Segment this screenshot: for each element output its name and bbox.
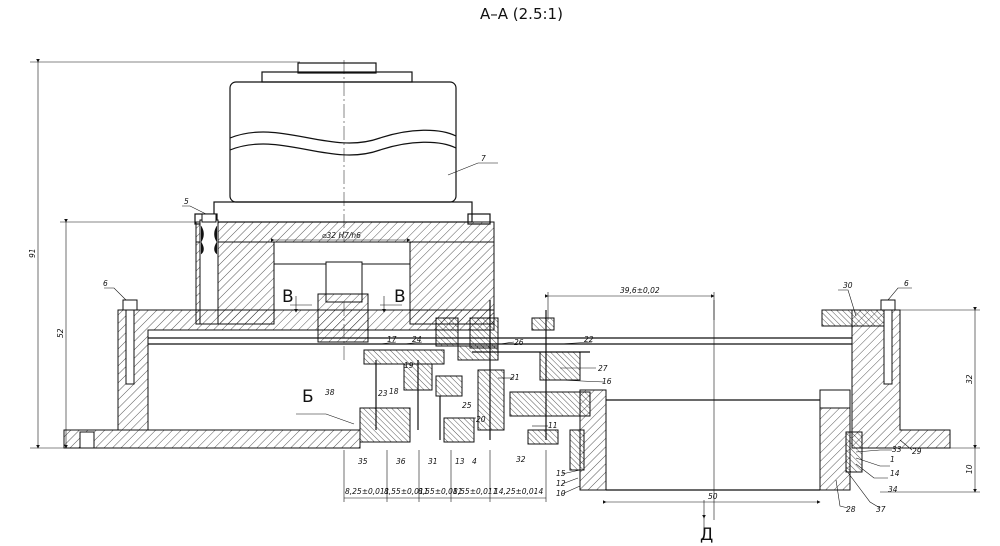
part-label-15: 15	[556, 469, 566, 478]
part-label-32: 32	[516, 455, 526, 464]
leader-lines	[104, 162, 913, 509]
part-label-7: 7	[481, 154, 486, 163]
part-label-19: 19	[404, 361, 414, 370]
part-label-5: 5	[184, 197, 189, 206]
dim-step-5: 14,25±0,014	[494, 487, 543, 496]
part-label-12: 12	[556, 479, 566, 488]
part-label-18: 18	[389, 387, 399, 396]
part-label-22: 22	[584, 335, 594, 344]
gear-train	[359, 300, 863, 473]
dim-50: 50	[708, 492, 718, 501]
part-label-28: 28	[846, 505, 856, 514]
part-label-36: 36	[396, 457, 406, 466]
part-label-24: 24	[412, 335, 422, 344]
part-label-20: 20	[476, 415, 486, 424]
section-arrows	[290, 296, 706, 538]
base-housing	[63, 309, 951, 491]
dim-39: 39,6±0,02	[620, 286, 660, 295]
part-label-34: 34	[888, 485, 898, 494]
part-label-25: 25	[462, 401, 472, 410]
part-label-33: 33	[892, 445, 902, 454]
dim-step-4: 8,55±0,011	[453, 487, 497, 496]
part-label-11: 11	[548, 421, 558, 430]
part-label-23: 23	[378, 389, 388, 398]
bolt-top	[201, 213, 217, 223]
dim-32: 32	[965, 374, 974, 384]
part-label-10: 10	[556, 489, 566, 498]
part-label-16: 16	[602, 377, 612, 386]
section-title: А–А (2.5:1)	[480, 5, 563, 23]
dim-step-1: 8,25±0,011	[345, 487, 389, 496]
part-label-27: 27	[598, 364, 608, 373]
dim-52: 52	[56, 328, 65, 338]
part-label-37: 37	[876, 505, 886, 514]
part-label-6-right: 6	[904, 279, 909, 288]
part-label-26: 26	[514, 338, 524, 347]
part-label-35: 35	[358, 457, 368, 466]
part-label-29: 29	[912, 447, 922, 456]
part-label-30: 30	[843, 281, 853, 290]
dim-10: 10	[965, 464, 974, 474]
part-label-21: 21	[510, 373, 520, 382]
part-label-38: 38	[325, 388, 335, 397]
section-mark-left: В	[282, 287, 294, 307]
part-label-14: 14	[890, 469, 900, 478]
view-mark-d: Д	[700, 525, 713, 545]
part-label-17: 17	[387, 335, 397, 344]
view-mark-b: Б	[302, 387, 314, 407]
motor-housing	[194, 62, 491, 225]
part-label-13: 13	[455, 457, 465, 466]
part-label-31: 31	[428, 457, 438, 466]
dimension-lines	[30, 59, 980, 520]
dim-step-3: 8,55±0,011	[418, 487, 462, 496]
part-label-1: 1	[890, 455, 895, 464]
section-mark-right: В	[394, 287, 406, 307]
part-label-4: 4	[472, 457, 477, 466]
dim-91: 91	[28, 248, 37, 258]
part-label-6-left: 6	[103, 279, 108, 288]
dim-step-2: 8,55±0,011	[384, 487, 428, 496]
fit-label: ⌀32 H7/h6	[322, 231, 361, 240]
bolt-left	[122, 299, 138, 385]
